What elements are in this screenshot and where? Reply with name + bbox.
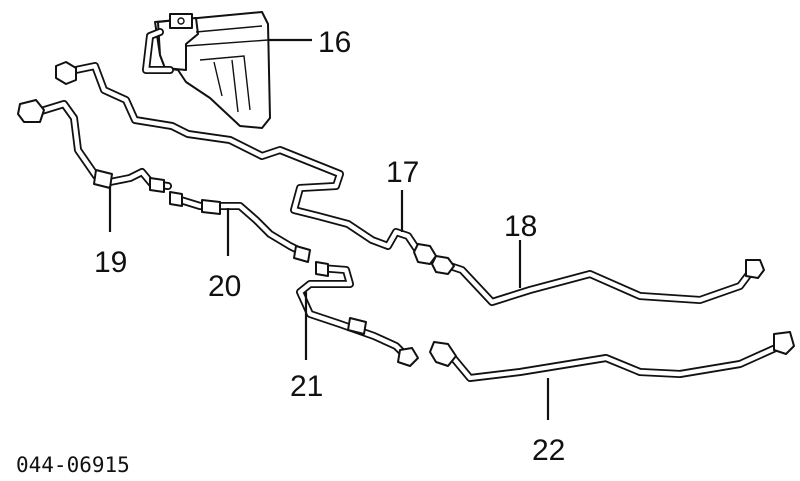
part-18-right-line [431, 255, 765, 306]
callout-20: 20 [208, 270, 241, 303]
callout-18: 18 [504, 210, 537, 243]
part-16-reservoir-bracket [142, 11, 271, 129]
callout-19: 19 [94, 246, 127, 279]
leader-lines [108, 38, 550, 420]
part-19-left-line [17, 99, 172, 193]
part-21-bent-line [296, 261, 419, 367]
callout-16: 16 [318, 26, 351, 59]
callout-17: 17 [386, 156, 419, 189]
callout-22: 22 [532, 434, 565, 467]
diagram-code: 044-06915 [16, 453, 130, 477]
part-17-upper-line [55, 61, 437, 265]
part-20-middle-line [169, 191, 311, 263]
part-22-lower-line [429, 331, 795, 382]
callout-21: 21 [290, 370, 323, 403]
